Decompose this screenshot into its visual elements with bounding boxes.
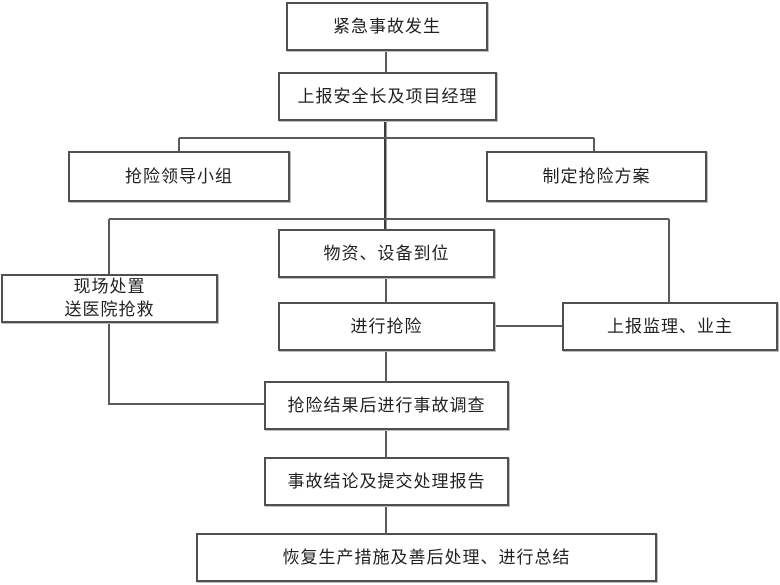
node-materials-equipment-ready: 物资、设备到位 (278, 229, 495, 278)
node-onsite-handling-hospital: 现场处置 送医院抢救 (1, 274, 218, 323)
node-label: 上报监理、业主 (607, 316, 733, 337)
node-label-line-1: 现场处置 (73, 276, 146, 297)
node-make-rescue-plan: 制定抢险方案 (486, 151, 707, 202)
edge-onsite-to-investigate (108, 323, 264, 405)
node-label: 制定抢险方案 (542, 166, 651, 187)
node-label: 抢险领导小组 (125, 166, 233, 187)
node-restore-production-summary: 恢复生产措施及善后处理、进行总结 (196, 533, 657, 582)
node-label: 事故结论及提交处理报告 (287, 471, 486, 492)
node-label: 进行抢险 (350, 316, 423, 337)
node-report-safety-manager: 上报安全长及项目经理 (278, 72, 497, 121)
node-accident-investigation: 抢险结果后进行事故调查 (264, 381, 509, 430)
node-emergency-accident: 紧急事故发生 (286, 2, 488, 51)
node-conclusion-report: 事故结论及提交处理报告 (264, 457, 509, 506)
node-label: 物资、设备到位 (323, 243, 450, 264)
node-rescue-leader-group: 抢险领导小组 (68, 151, 290, 202)
node-label: 抢险结果后进行事故调查 (287, 395, 486, 416)
node-label: 恢复生产措施及善后处理、进行总结 (282, 547, 571, 568)
node-label-line-2: 送医院抢救 (64, 299, 155, 320)
node-label: 紧急事故发生 (333, 16, 441, 37)
node-report-supervisor-owner: 上报监理、业主 (562, 302, 778, 351)
node-perform-rescue: 进行抢险 (278, 302, 495, 351)
node-label: 上报安全长及项目经理 (297, 86, 478, 107)
